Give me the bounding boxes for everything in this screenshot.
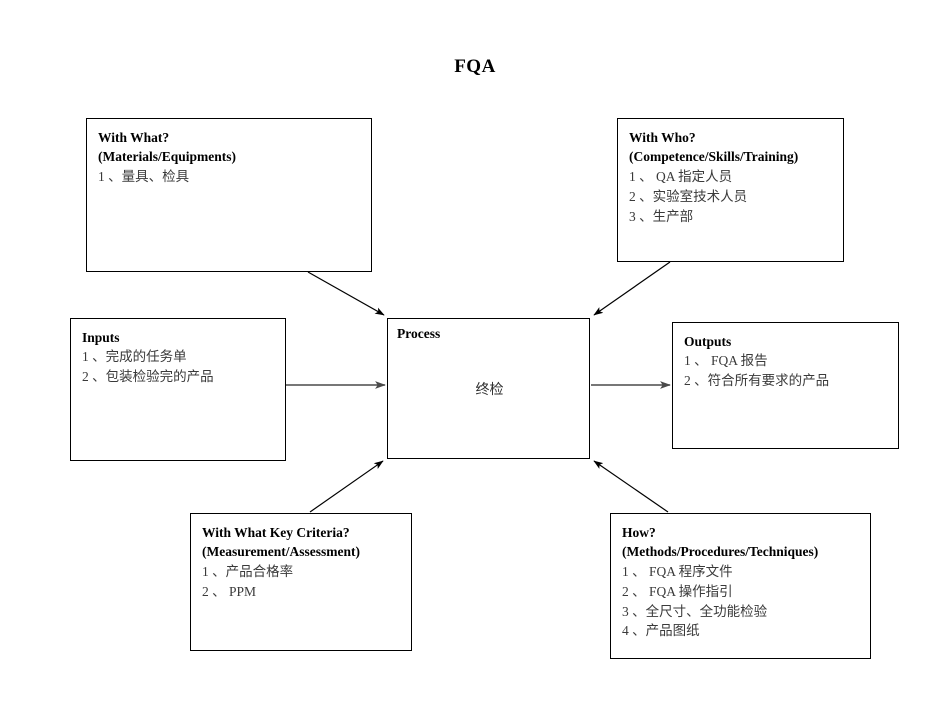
list-item: 3 、生产部	[629, 208, 694, 224]
box-key-criteria-heading: With What Key Criteria?	[202, 525, 350, 540]
list-item: 2 、符合所有要求的产品	[684, 373, 830, 389]
box-inputs-list: 1 、完成的任务单 2 、包装检验完的产品	[82, 347, 285, 387]
list-item: 2 、 FQA 操作指引	[622, 583, 733, 599]
box-key-criteria-list: 1 、产品合格率 2 、 PPM	[202, 562, 411, 602]
list-item: 1 、完成的任务单	[82, 349, 187, 365]
box-how-subheading: (Methods/Procedures/Techniques)	[622, 544, 819, 560]
box-process: Process 终检	[387, 318, 590, 459]
box-key-criteria-subheading: (Measurement/Assessment)	[202, 544, 360, 560]
connector-with-who-to-process	[593, 261, 671, 316]
box-process-heading: Process	[397, 326, 441, 341]
box-outputs-heading: Outputs	[684, 334, 732, 349]
box-process-center-label: 终检	[475, 383, 504, 398]
list-item: 1 、 FQA 程序文件	[622, 563, 733, 579]
list-item: 3 、全尺寸、全功能检验	[622, 603, 768, 619]
list-item: 1 、 QA 指定人员	[629, 168, 733, 184]
box-with-who-heading: With Who?	[629, 130, 696, 145]
connector-with-what-to-process	[307, 271, 385, 316]
page-title: FQA	[454, 56, 496, 77]
connector-how-to-process	[593, 460, 669, 513]
box-outputs-list: 1 、 FQA 报告 2 、符合所有要求的产品	[684, 351, 898, 391]
box-how-list: 1 、 FQA 程序文件 2 、 FQA 操作指引 3 、全尺寸、全功能检验 4…	[622, 562, 870, 641]
box-with-what-subheading: (Materials/Equipments)	[98, 149, 236, 165]
connector-key-criteria-to-process	[309, 460, 384, 513]
box-with-what-heading: With What?	[98, 130, 170, 145]
list-item: 2 、 PPM	[202, 583, 257, 599]
box-how: How? (Methods/Procedures/Techniques) 1 、…	[610, 513, 871, 659]
list-item: 4 、产品图纸	[622, 623, 700, 639]
box-with-who: With Who? (Competence/Skills/Training) 1…	[617, 118, 844, 262]
box-with-who-subheading: (Competence/Skills/Training)	[629, 149, 799, 165]
box-how-heading: How?	[622, 525, 656, 540]
box-with-what-list: 1 、量具、检具	[98, 167, 371, 187]
list-item: 2 、实验室技术人员	[629, 188, 748, 204]
box-key-criteria: With What Key Criteria? (Measurement/Ass…	[190, 513, 412, 651]
box-inputs-heading: Inputs	[82, 330, 120, 345]
list-item: 1 、 FQA 报告	[684, 353, 768, 369]
box-outputs: Outputs 1 、 FQA 报告 2 、符合所有要求的产品	[672, 322, 899, 449]
list-item: 1 、产品合格率	[202, 563, 294, 579]
list-item: 2 、包装检验完的产品	[82, 369, 214, 385]
box-with-what: With What? (Materials/Equipments) 1 、量具、…	[86, 118, 372, 272]
box-with-who-list: 1 、 QA 指定人员 2 、实验室技术人员 3 、生产部	[629, 167, 843, 227]
box-inputs: Inputs 1 、完成的任务单 2 、包装检验完的产品	[70, 318, 286, 461]
list-item: 1 、量具、检具	[98, 168, 190, 184]
